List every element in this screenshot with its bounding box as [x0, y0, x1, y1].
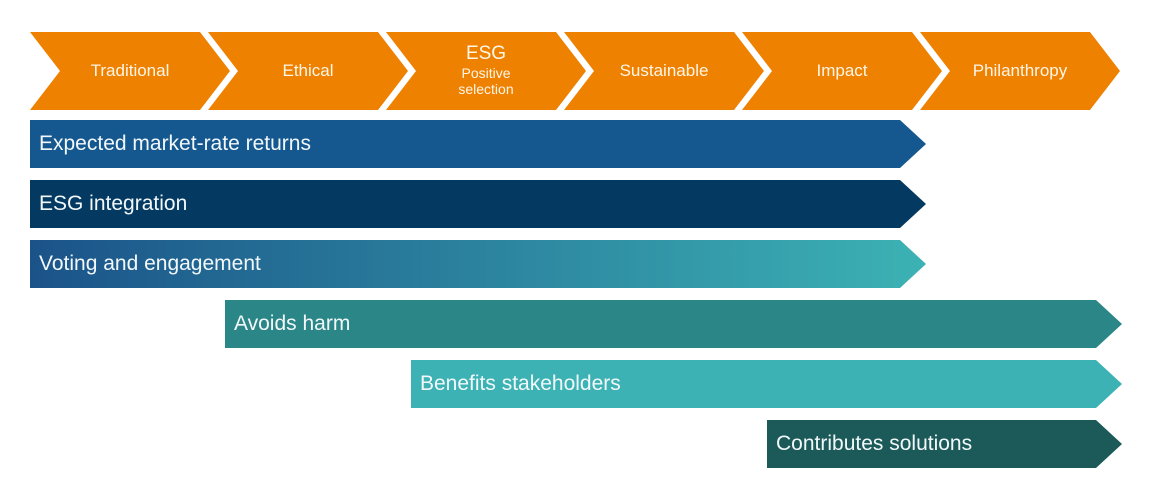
bar-benefits-stakeholders: Benefits stakeholders	[411, 360, 1122, 408]
stage-esg-label: ESG	[465, 42, 507, 64]
bar-esg-integration-label: ESG integration	[39, 192, 188, 215]
bar-voting-and-engagement: Voting and engagement	[30, 240, 926, 288]
stage-esg-sublabel: Positive selection	[458, 64, 514, 98]
bar-esg-integration: ESG integration	[30, 180, 926, 228]
stage-sustainable: Sustainable	[564, 32, 764, 110]
bar-contributes-solutions-label: Contributes solutions	[776, 432, 973, 455]
stage-philanthropy-label: Philanthropy	[972, 60, 1068, 80]
stage-impact: Impact	[742, 32, 942, 110]
stage-esg: ESG Positive selection	[386, 32, 586, 110]
bar-avoids-harm: Avoids harm	[225, 300, 1122, 348]
stage-ethical: Ethical	[208, 32, 408, 110]
stage-traditional: Traditional	[30, 32, 230, 110]
bar-expected-market-rate-returns-label: Expected market-rate returns	[39, 132, 311, 155]
bar-expected-market-rate-returns: Expected market-rate returns	[30, 120, 926, 168]
bar-benefits-stakeholders-label: Benefits stakeholders	[420, 372, 621, 395]
stage-impact-label: Impact	[816, 60, 868, 80]
stage-sustainable-label: Sustainable	[619, 60, 709, 80]
bar-contributes-solutions: Contributes solutions	[767, 420, 1122, 468]
bar-voting-and-engagement-label: Voting and engagement	[39, 252, 261, 275]
stage-traditional-label: Traditional	[90, 60, 170, 80]
stage-philanthropy: Philanthropy	[920, 32, 1120, 110]
bar-avoids-harm-label: Avoids harm	[234, 312, 351, 335]
stage-ethical-label: Ethical	[282, 60, 334, 80]
